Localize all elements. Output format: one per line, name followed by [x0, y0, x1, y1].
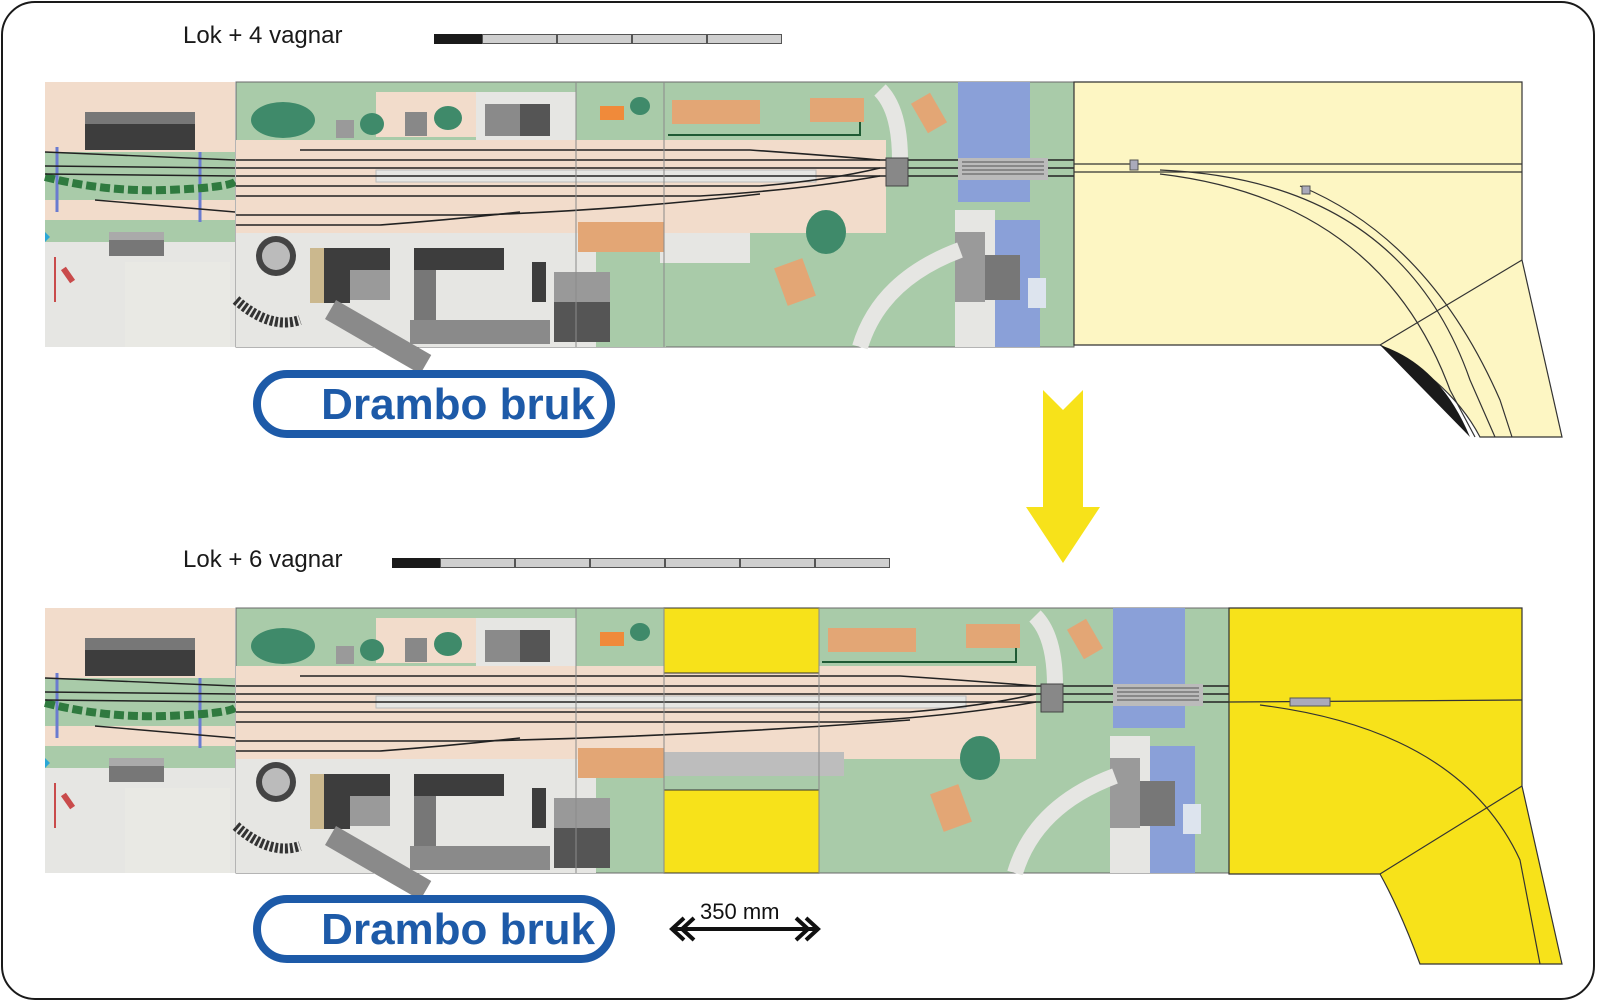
wagon-segment [590, 558, 665, 568]
wagon-segment [740, 558, 815, 568]
dimension-arrow-icon [669, 916, 821, 942]
wagon-segment [632, 34, 707, 44]
station-name-badge-top: Drambo bruk [253, 370, 615, 438]
dimension-label: 350 mm [700, 899, 780, 924]
wagon-segment [557, 34, 632, 44]
wagon-segment [707, 34, 782, 44]
station-name-top: Drambo bruk [321, 380, 595, 429]
wagon-segment [665, 558, 740, 568]
wagon-segment [815, 558, 890, 568]
train-length-label-bottom: Lok + 6 vagnar [183, 546, 343, 573]
wagon-segment [482, 34, 557, 44]
train-length-bar-bottom [392, 558, 890, 568]
layout-top [45, 82, 1563, 438]
station-name-badge-bottom: Drambo bruk [253, 895, 615, 963]
transition-arrow-icon [1026, 390, 1100, 563]
station-name-bottom: Drambo bruk [321, 905, 595, 954]
layout-bottom [45, 608, 1563, 965]
wagon-segment [515, 558, 590, 568]
locomotive-segment [434, 34, 482, 44]
locomotive-segment [392, 558, 440, 568]
train-length-label-top: Lok + 4 vagnar [183, 22, 343, 49]
train-length-bar-top [434, 34, 782, 44]
wagon-segment [440, 558, 515, 568]
